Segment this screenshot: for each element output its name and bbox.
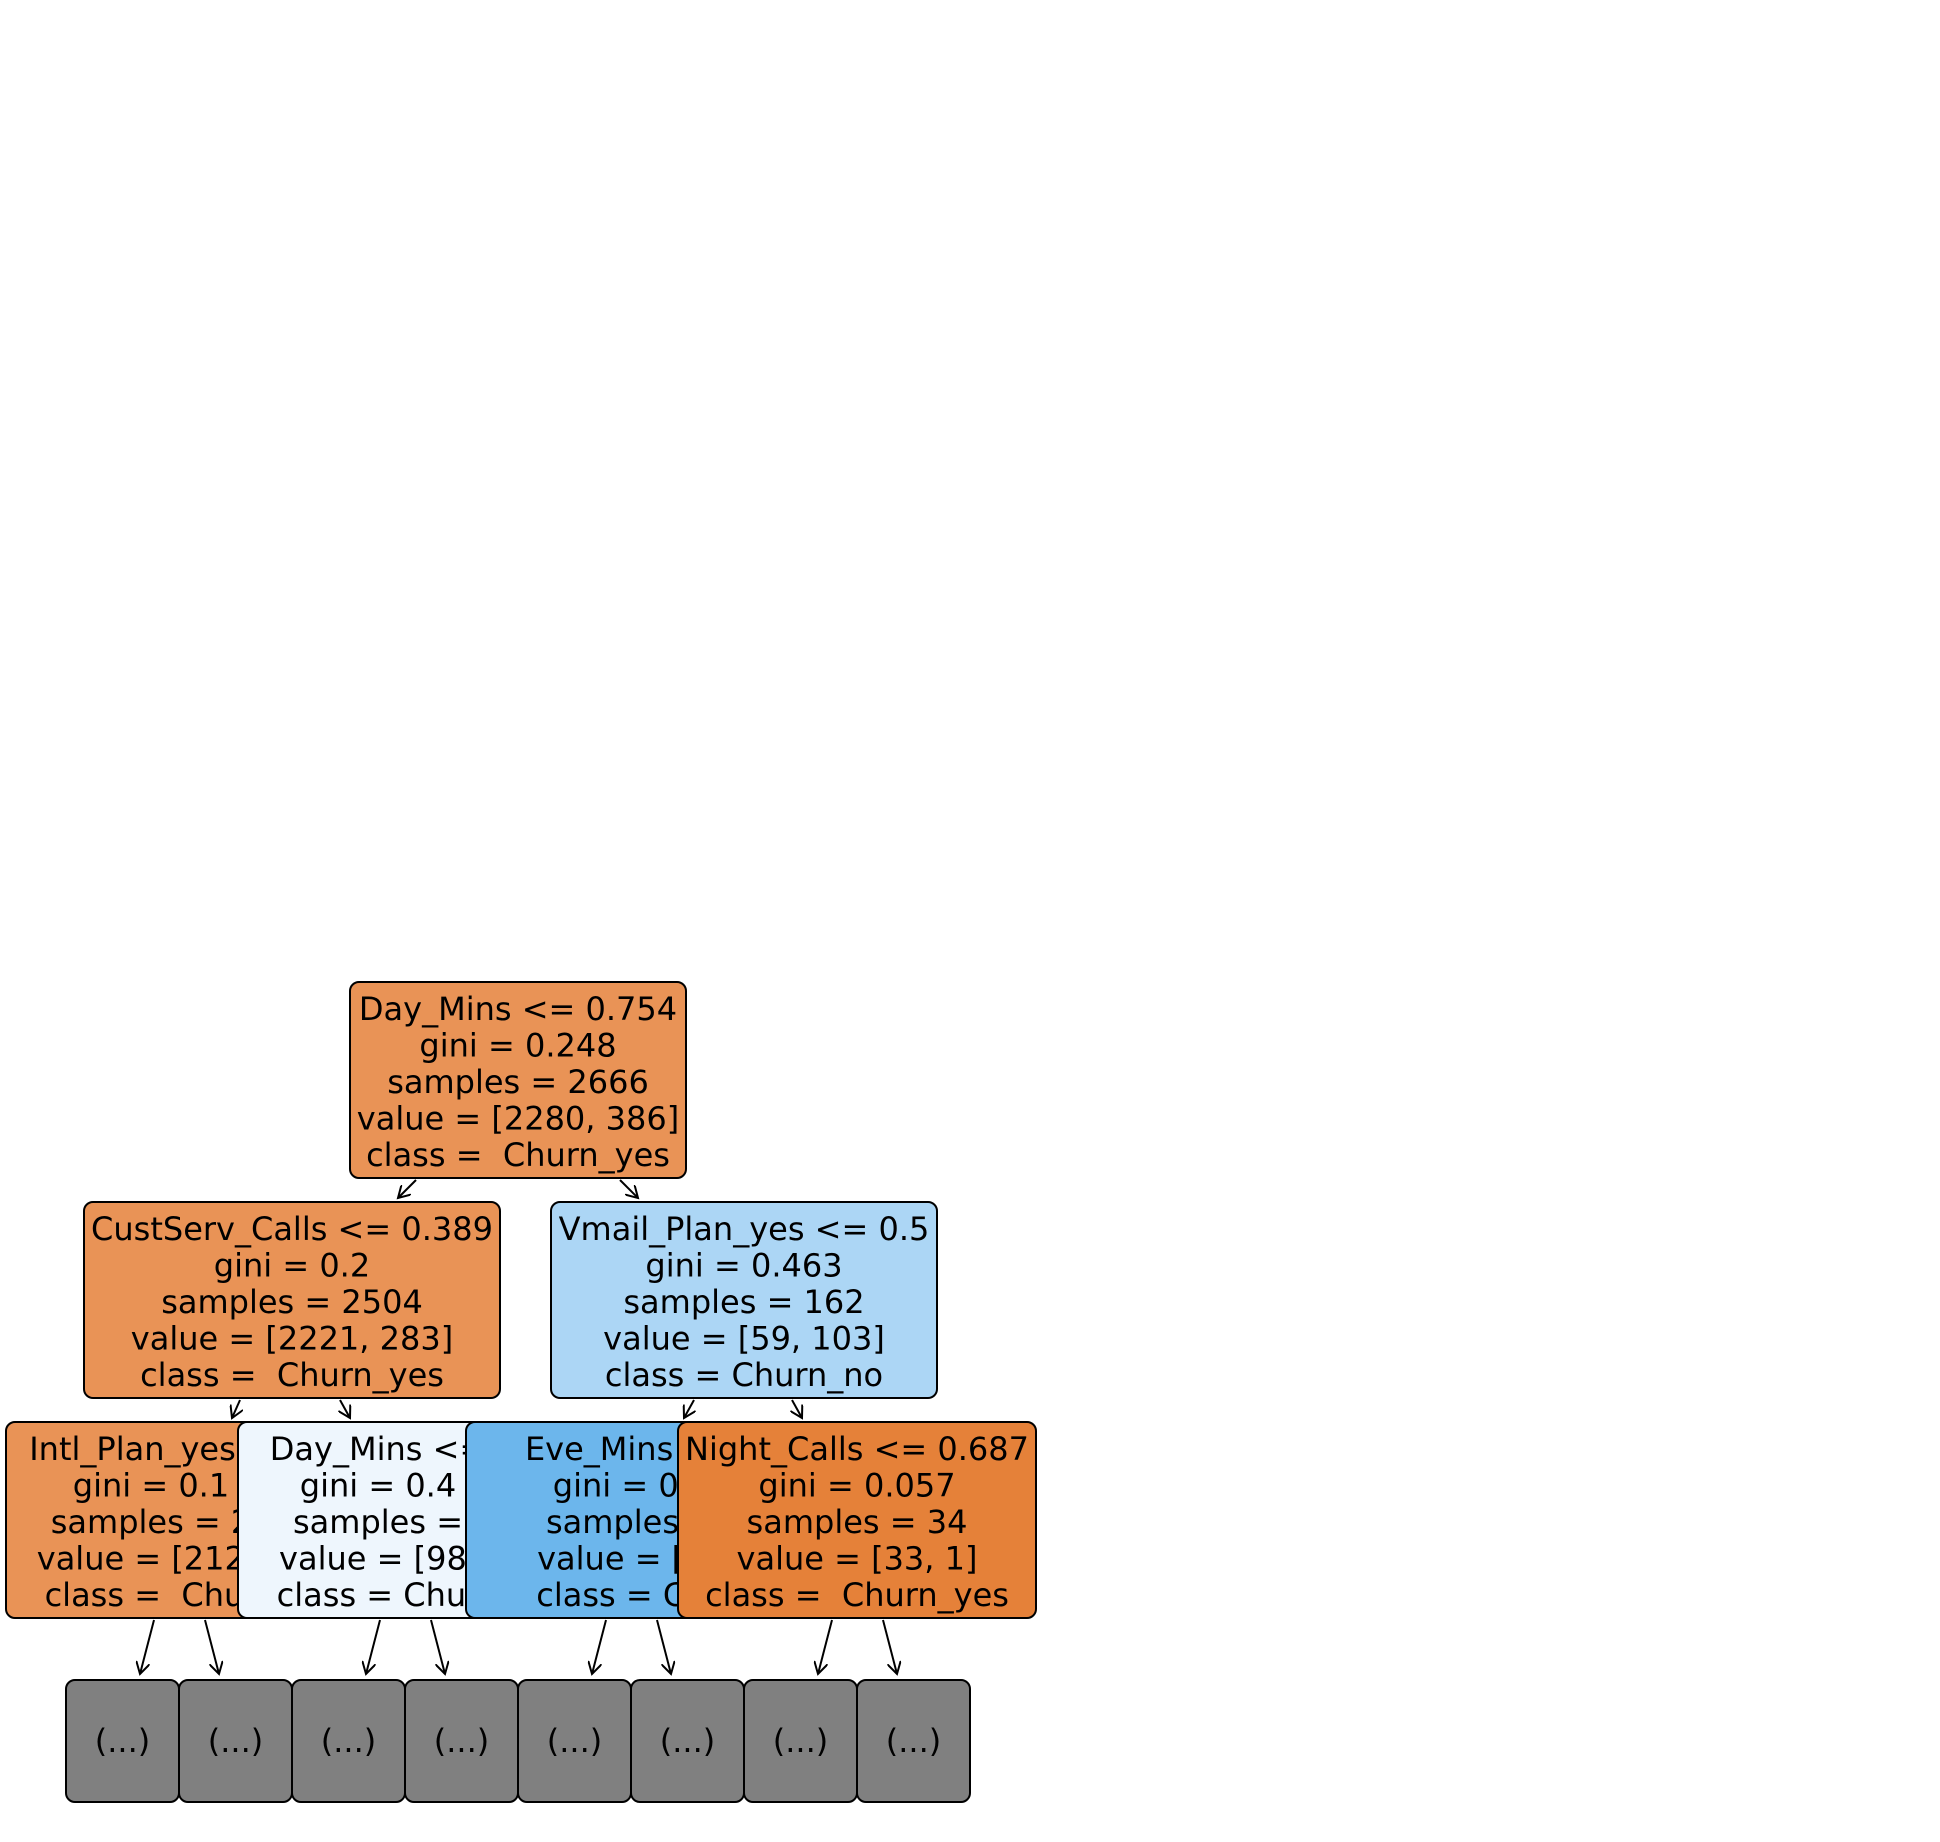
node-line: samples = 2 (51, 1503, 252, 1541)
node-line: gini = 0.1 (73, 1467, 229, 1505)
edge-left-ll (232, 1399, 240, 1418)
truncated-node: (...) (630, 1679, 745, 1803)
node-line: Night_Calls <= 0.687 (685, 1430, 1029, 1468)
node-line: gini = 0.248 (419, 1027, 616, 1065)
node-line: gini = 0.2 (214, 1247, 370, 1285)
truncated-node: (...) (856, 1679, 971, 1803)
edge-rl-t1 (592, 1619, 607, 1674)
edge-lr-t1 (366, 1619, 381, 1674)
node-box (349, 981, 687, 1179)
node-line: class = Churn_yes (366, 1136, 670, 1174)
truncated-node-label: (...) (773, 1722, 828, 1760)
node-line: Vmail_Plan_yes <= 0.5 (559, 1210, 930, 1248)
edge-ll-t2 (204, 1619, 219, 1674)
edge-root-right (619, 1179, 638, 1198)
node-line: value = [98, (279, 1540, 477, 1578)
truncated-node: (...) (65, 1679, 180, 1803)
edge-root-left (398, 1179, 417, 1198)
node-line: Intl_Plan_yes < (29, 1430, 273, 1468)
node-box (550, 1201, 938, 1399)
node-line: gini = 0.4 (300, 1467, 456, 1505)
edge-rr-t1 (818, 1619, 833, 1674)
edge-left-lr (340, 1399, 350, 1418)
truncated-node-label: (...) (886, 1722, 941, 1760)
node-line: value = [2123 (37, 1540, 265, 1578)
edge-rr-t2 (882, 1619, 897, 1674)
edge-rl-t2 (656, 1619, 671, 1674)
node-box (677, 1421, 1037, 1619)
edge-lr-t2 (430, 1619, 445, 1674)
truncated-node-label: (...) (547, 1722, 602, 1760)
edge-right-rr (792, 1399, 802, 1418)
node-line: samples = 34 (747, 1503, 968, 1541)
truncated-node: (...) (404, 1679, 519, 1803)
node-line: gini = 0.463 (645, 1247, 842, 1285)
node-line: class = Churn_yes (705, 1576, 1009, 1614)
node-line: Day_Mins <= (270, 1430, 486, 1468)
truncated-node-label: (...) (660, 1722, 715, 1760)
node-line: samples = 162 (623, 1283, 864, 1321)
node-line: class = Churn_yes (140, 1356, 444, 1394)
node-line: value = [59, 103] (603, 1320, 885, 1358)
node-line: class = Churn_no (605, 1356, 883, 1394)
node-line: samples = 2504 (161, 1283, 423, 1321)
truncated-node-label: (...) (208, 1722, 263, 1760)
truncated-node: (...) (291, 1679, 406, 1803)
edge-right-rl (684, 1399, 694, 1418)
truncated-node-label: (...) (434, 1722, 489, 1760)
node-line: CustServ_Calls <= 0.389 (91, 1210, 493, 1248)
truncated-node-box (856, 1679, 971, 1803)
truncated-node-label: (...) (95, 1722, 150, 1760)
truncated-node: (...) (743, 1679, 858, 1803)
truncated-node: (...) (178, 1679, 293, 1803)
edge-ll-t1 (140, 1619, 155, 1674)
node-line: value = [2221, 283] (131, 1320, 453, 1358)
node-box (83, 1201, 501, 1399)
node-line: gini = 0.057 (758, 1467, 955, 1505)
node-line: value = [2280, 386] (357, 1100, 679, 1138)
node-line: Day_Mins <= 0.754 (359, 990, 677, 1028)
node-line: class = Chur (277, 1576, 481, 1614)
node-line: value = [33, 1] (737, 1540, 978, 1578)
truncated-node-label: (...) (321, 1722, 376, 1760)
node-line: samples = (293, 1503, 463, 1541)
node-line: class = Chur (45, 1576, 259, 1614)
truncated-node: (...) (517, 1679, 632, 1803)
node-line: samples = 2666 (387, 1063, 649, 1101)
